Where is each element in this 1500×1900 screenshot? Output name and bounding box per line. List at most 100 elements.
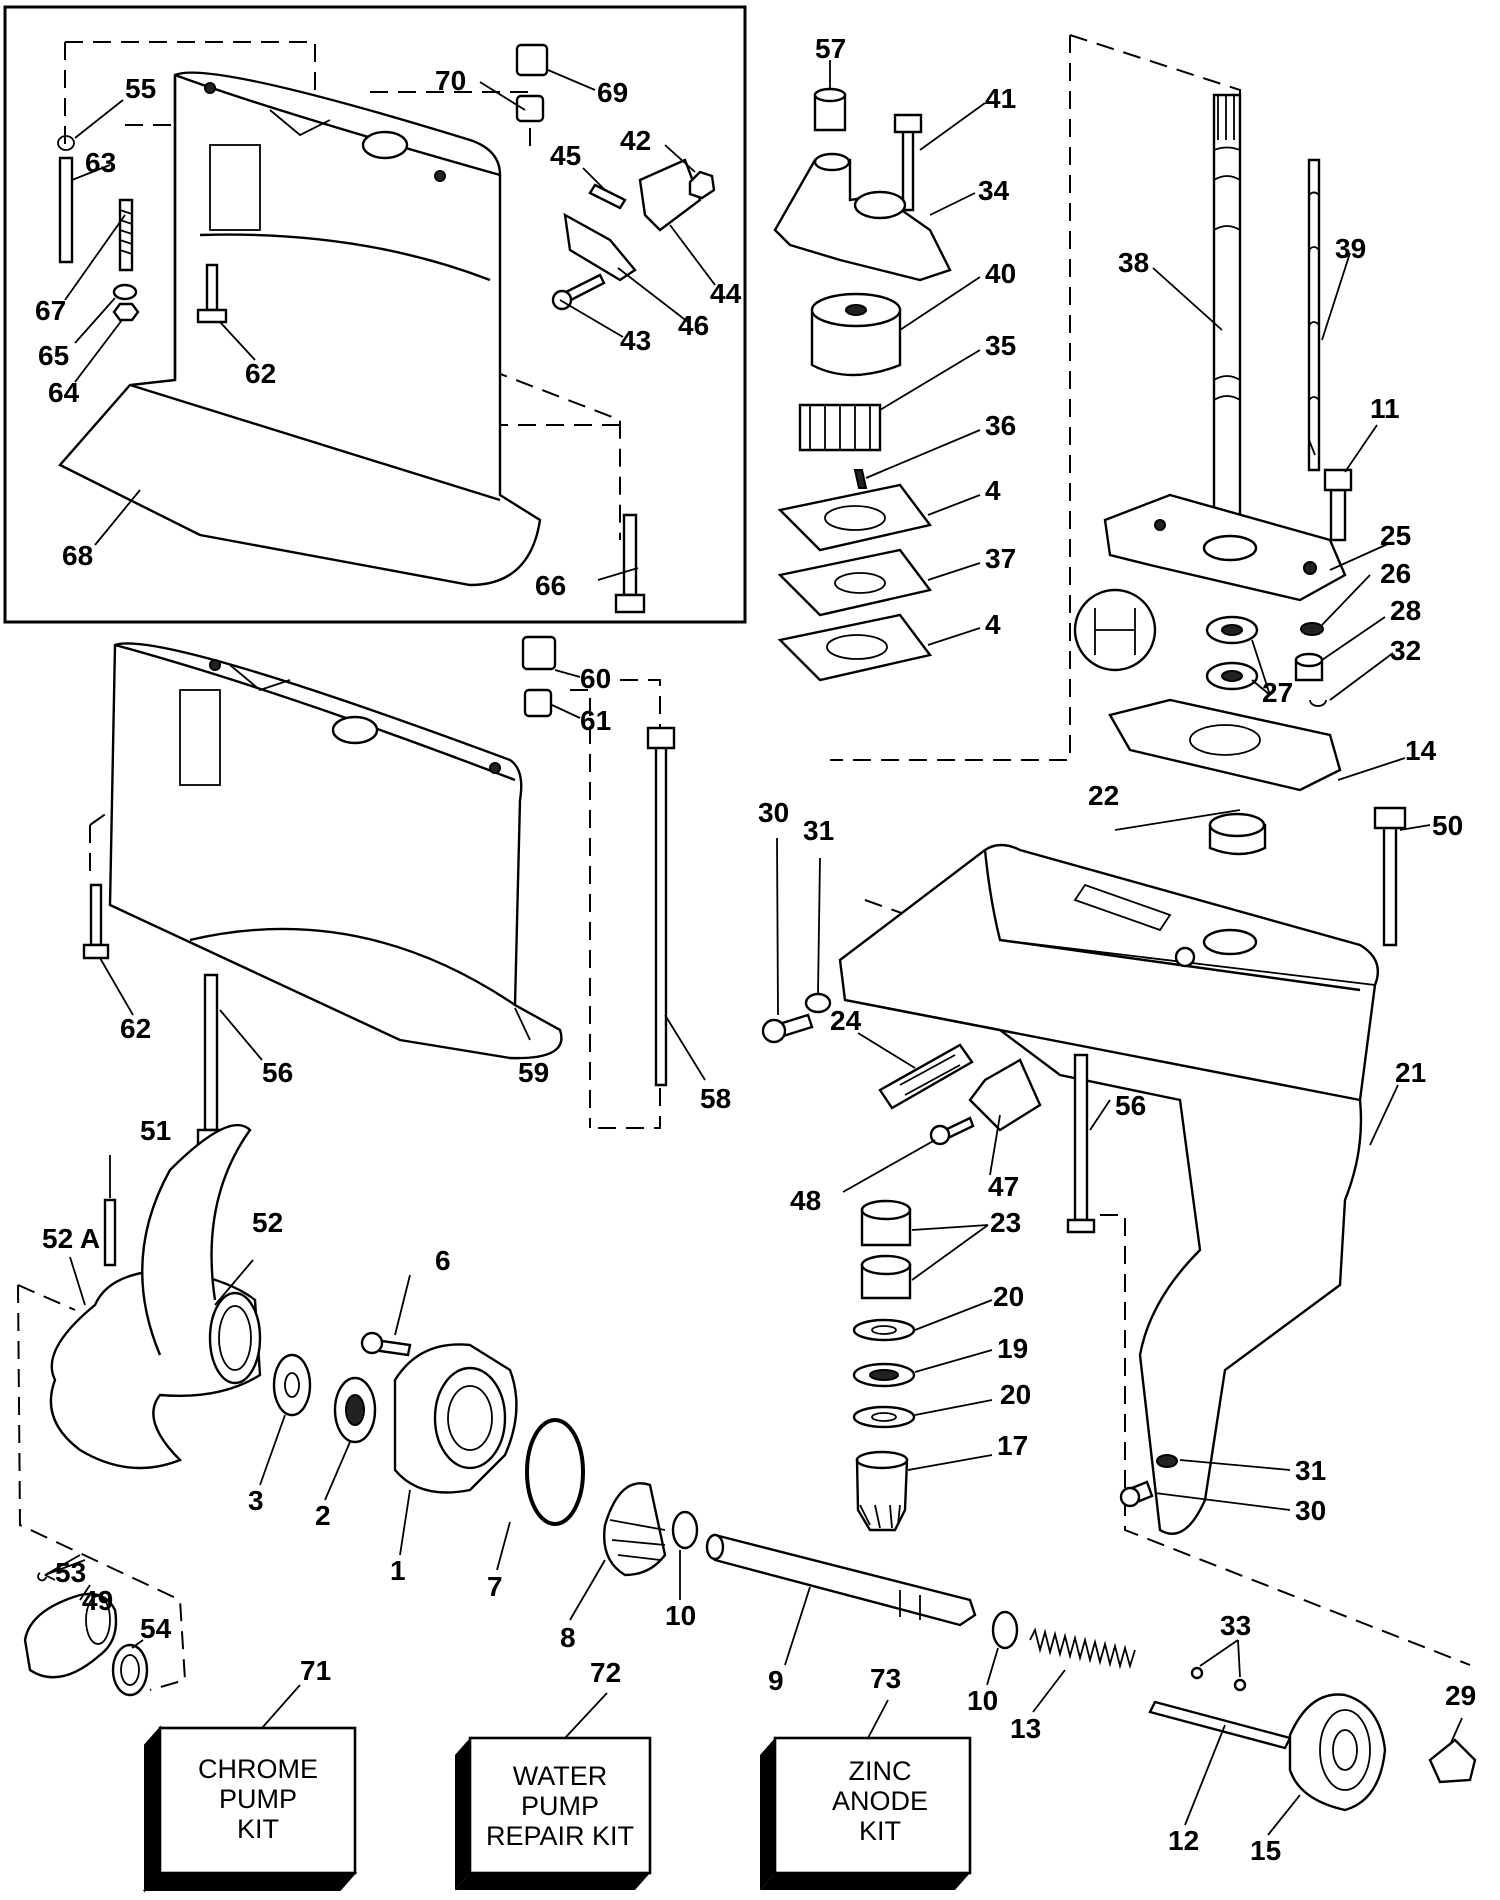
label-6: 6	[435, 1245, 451, 1276]
part-13-spring	[1029, 1627, 1136, 1670]
label-27: 27	[1262, 677, 1293, 708]
label-13: 13	[1010, 1713, 1041, 1744]
water-pump-group	[773, 34, 1241, 761]
label-12: 12	[1168, 1825, 1199, 1856]
kit-water-pump-repair: WATER PUMP REPAIR KIT	[455, 1736, 652, 1890]
part-63-pin	[58, 156, 74, 264]
part-24-pin	[878, 1043, 974, 1110]
label-57: 57	[815, 33, 846, 64]
label-52: 52	[252, 1207, 283, 1238]
part-55-ring	[57, 135, 75, 151]
label-19: 19	[997, 1333, 1028, 1364]
part-39-shift-rod	[1307, 158, 1321, 472]
part-46-plate	[563, 212, 637, 282]
label-3: 3	[248, 1485, 264, 1516]
part-17-pinion	[855, 1458, 909, 1532]
label-28: 28	[1390, 595, 1421, 626]
label-64: 64	[48, 377, 80, 408]
label-33: 33	[1220, 1610, 1251, 1641]
part-34-pump-housing	[773, 158, 952, 282]
label-11: 11	[1370, 393, 1400, 424]
part-12-shifter	[1148, 1700, 1292, 1750]
label-35: 35	[985, 330, 1016, 361]
label-32: 32	[1390, 635, 1421, 666]
driveshaft-group	[1073, 93, 1353, 792]
part-26-washer	[1300, 622, 1324, 636]
kit-zinc-line3: KIT	[859, 1816, 901, 1846]
label-66: 66	[535, 570, 566, 601]
kit-zinc-line2: ANODE	[832, 1786, 928, 1816]
part-9-propeller-shaft	[713, 1533, 977, 1627]
label-48: 48	[790, 1185, 821, 1216]
label-1: 1	[390, 1555, 406, 1586]
part-69-grommet	[515, 43, 549, 77]
label-47: 47	[988, 1171, 1019, 1202]
gearcase-housing	[838, 843, 1380, 1535]
label-4-bottom: 4	[985, 609, 1001, 640]
kit-water-line1: WATER	[513, 1761, 608, 1791]
part-64-nut	[112, 302, 140, 322]
label-15: 15	[1250, 1835, 1281, 1866]
label-52a: 52 A	[42, 1223, 100, 1254]
part-20-washer-upper	[852, 1318, 916, 1342]
part-32-ring	[1309, 699, 1327, 707]
propeller-group	[17, 1123, 1477, 1812]
label-50: 50	[1432, 810, 1463, 841]
label-36: 36	[985, 410, 1016, 441]
label-34: 34	[978, 175, 1010, 206]
part-4-gasket-bottom	[777, 613, 933, 682]
part-62-screw	[89, 883, 103, 947]
part-42-nut	[688, 170, 716, 200]
label-26: 26	[1380, 558, 1411, 589]
label-69: 69	[597, 77, 628, 108]
label-25: 25	[1380, 520, 1411, 551]
label-45: 45	[550, 140, 581, 171]
exhaust-housing-inset	[58, 71, 542, 587]
label-23: 23	[990, 1207, 1021, 1238]
part-70-grommet	[515, 94, 545, 123]
label-37: 37	[985, 543, 1016, 574]
part-10-washer-right	[991, 1610, 1019, 1650]
part-54-spacer	[111, 1643, 149, 1697]
label-51: 51	[140, 1115, 171, 1146]
label-30-lower: 30	[1295, 1495, 1326, 1526]
label-30-upper: 30	[758, 797, 789, 828]
label-31-upper: 31	[803, 815, 834, 846]
gearcase-group	[761, 806, 1471, 1666]
label-31-lower: 31	[1295, 1455, 1326, 1486]
label-68: 68	[62, 540, 93, 571]
label-56: 56	[262, 1057, 293, 1088]
label-59: 59	[518, 1057, 549, 1088]
label-61: 61	[580, 705, 611, 736]
label-39: 39	[1335, 233, 1366, 264]
part-29-cradle	[1428, 1738, 1477, 1784]
label-21: 21	[1395, 1057, 1426, 1088]
part-20-washer-lower	[852, 1405, 916, 1429]
part-62-screw-inset	[205, 263, 219, 312]
part-50-bolt	[1382, 823, 1398, 947]
label-10-left: 10	[665, 1600, 696, 1631]
label-43: 43	[620, 325, 651, 356]
label-53: 53	[55, 1557, 86, 1588]
part-31-washer-upper	[804, 992, 832, 1014]
leader-lines	[44, 60, 1463, 1836]
label-22: 22	[1088, 780, 1119, 811]
label-2: 2	[315, 1500, 331, 1531]
label-7: 7	[487, 1571, 503, 1602]
part-8-gear	[603, 1482, 667, 1577]
label-4-top: 4	[985, 475, 1001, 506]
label-17: 17	[997, 1430, 1028, 1461]
label-20-upper: 20	[993, 1281, 1024, 1312]
part-49-nose-cone	[23, 1592, 118, 1679]
kit-chrome-pump: CHROME PUMP KIT	[142, 1725, 358, 1893]
label-56-right: 56	[1115, 1090, 1146, 1121]
label-54: 54	[140, 1613, 172, 1644]
label-40: 40	[985, 258, 1016, 289]
label-20-lower: 20	[1000, 1379, 1031, 1410]
label-73: 73	[870, 1663, 901, 1694]
label-9: 9	[768, 1665, 784, 1696]
part-36-key	[853, 469, 868, 489]
exhaust-housing-group	[82, 635, 676, 1147]
label-41: 41	[985, 83, 1016, 114]
part-60-grommet	[521, 635, 557, 671]
